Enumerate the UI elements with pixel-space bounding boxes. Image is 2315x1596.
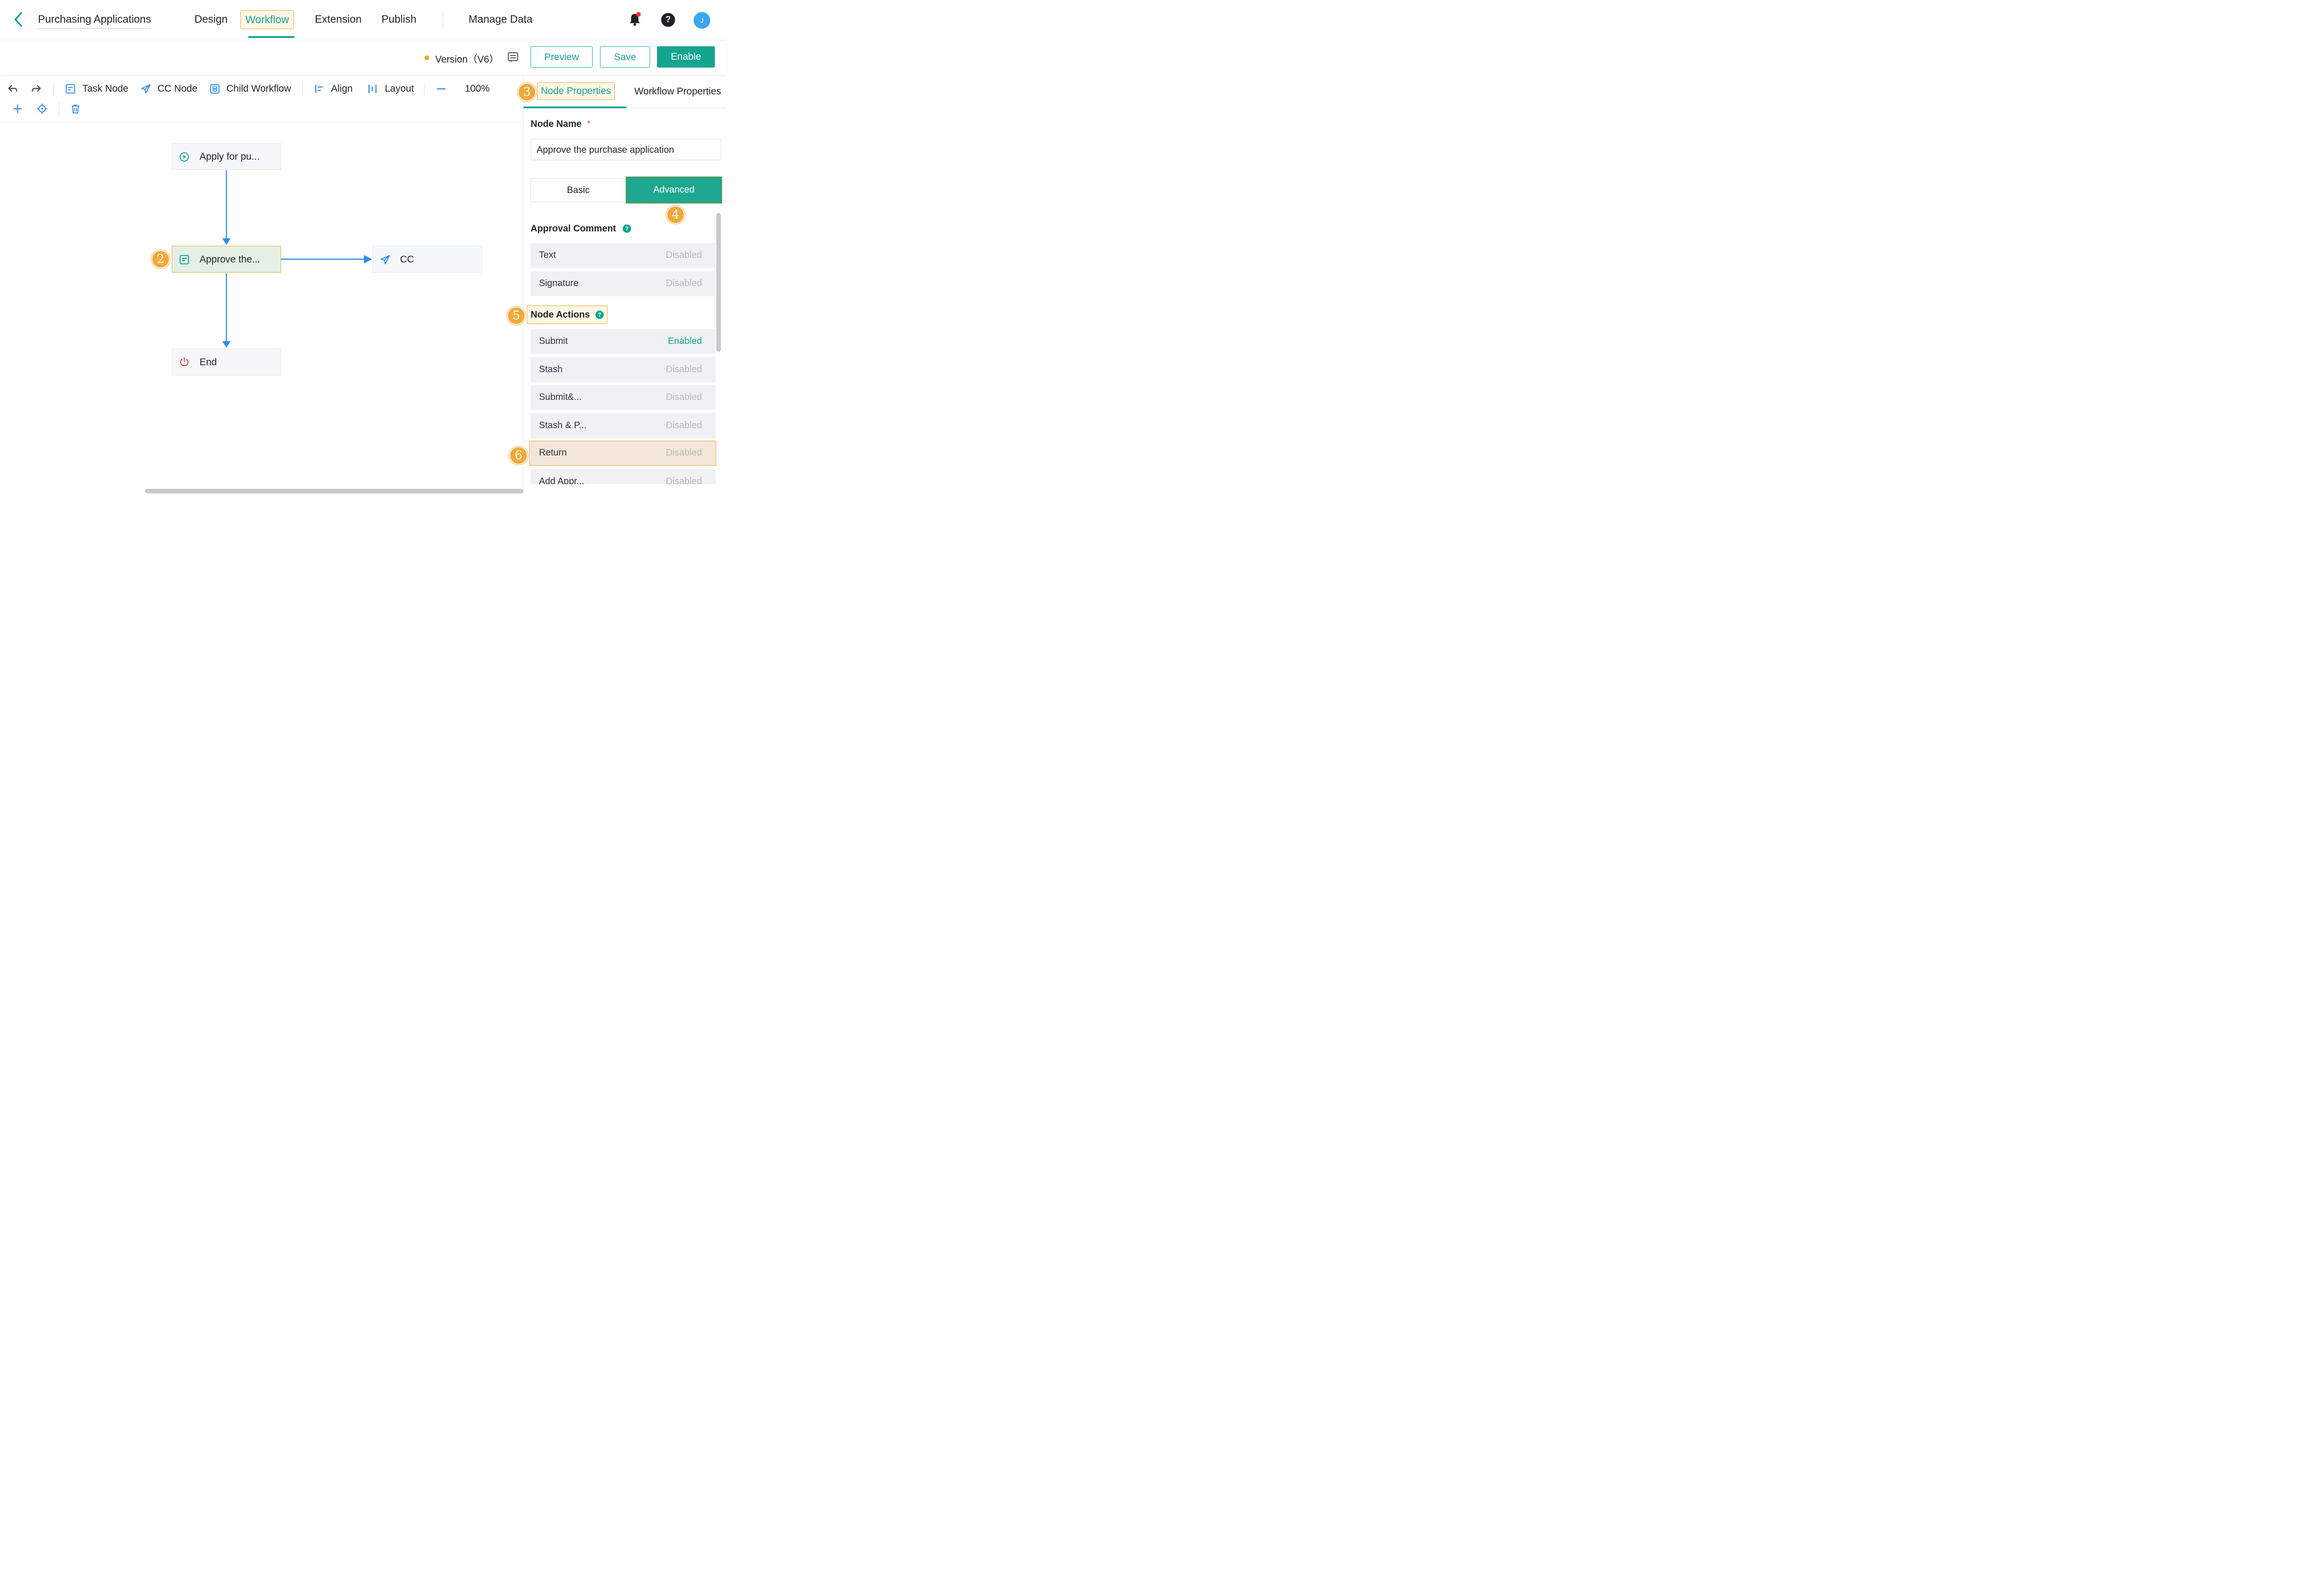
- nav-tab-publish[interactable]: Publish: [382, 13, 417, 25]
- row-status: Disabled: [666, 448, 702, 458]
- row-label: Signature: [539, 278, 579, 288]
- toolbar-bottom-border: [0, 122, 523, 123]
- toolbar-divider: [53, 82, 54, 96]
- node-action-row-clip: Add Appr... Disabled: [531, 469, 716, 484]
- panel-divider: [523, 75, 524, 493]
- node-action-row[interactable]: Submit Enabled: [531, 329, 716, 354]
- row-status: Disabled: [666, 278, 702, 288]
- row-status: Disabled: [666, 392, 702, 402]
- tab-workflow-properties[interactable]: Workflow Properties: [634, 86, 721, 97]
- toolbar-divider: [424, 82, 425, 96]
- node-actions-highlight: [527, 305, 607, 324]
- toolbar-divider: [302, 82, 303, 96]
- node-action-row[interactable]: Add Appr... Disabled: [531, 469, 716, 484]
- row-status: Enabled: [668, 336, 702, 346]
- callout-badge-2: 2: [151, 250, 170, 268]
- question-icon[interactable]: ?: [623, 224, 631, 233]
- cc-node-icon: [141, 84, 150, 94]
- child-workflow-button[interactable]: Child Workflow: [226, 83, 291, 94]
- version-label[interactable]: Version（V6）: [435, 54, 499, 65]
- required-asterisk: *: [587, 119, 591, 128]
- play-circle-icon: [180, 152, 189, 162]
- node-name-value: Approve the purchase application: [537, 145, 674, 155]
- node-action-row-return[interactable]: Return Disabled: [529, 441, 716, 466]
- user-avatar[interactable]: J: [694, 12, 710, 29]
- preview-button[interactable]: Preview: [531, 46, 593, 68]
- workflow-edges: [222, 170, 372, 348]
- child-workflow-icon: [210, 84, 219, 94]
- top-nav-bar: [0, 0, 726, 40]
- redo-icon[interactable]: [31, 83, 42, 94]
- node-action-row[interactable]: Stash & P... Disabled: [531, 413, 716, 438]
- notification-bell-icon[interactable]: [628, 12, 642, 27]
- row-label: Text: [539, 250, 556, 260]
- nav-tab-design[interactable]: Design: [194, 13, 228, 25]
- help-icon[interactable]: ?: [661, 13, 675, 27]
- callout-badge-3: 3: [518, 83, 536, 101]
- cc-node-button[interactable]: CC Node: [157, 83, 198, 94]
- zoom-in-icon[interactable]: [13, 104, 23, 114]
- back-arrow-icon[interactable]: [12, 10, 26, 29]
- segment-advanced[interactable]: Advanced: [626, 176, 722, 204]
- row-status: Disabled: [666, 476, 702, 484]
- row-label: Submit&...: [539, 392, 582, 402]
- node-name-input[interactable]: [531, 139, 721, 160]
- start-node-label: Apply for pu...: [200, 151, 260, 162]
- row-status: Disabled: [666, 420, 702, 430]
- row-label: Stash & P...: [539, 420, 587, 430]
- nav-tab-extension[interactable]: Extension: [315, 13, 362, 25]
- comment-icon[interactable]: [507, 52, 519, 63]
- align-button[interactable]: Align: [331, 83, 353, 94]
- row-label: Return: [539, 448, 567, 458]
- node-action-row[interactable]: Submit&... Disabled: [531, 385, 716, 410]
- row-label: Add Appr...: [539, 476, 584, 484]
- panel-vertical-scrollbar[interactable]: [716, 213, 721, 352]
- approve-node[interactable]: [172, 246, 281, 273]
- task-node-button[interactable]: Task Node: [82, 83, 129, 94]
- canvas-horizontal-scrollbar[interactable]: [145, 489, 523, 493]
- approval-comment-row[interactable]: Signature Disabled: [531, 271, 716, 296]
- layout-button[interactable]: Layout: [385, 83, 414, 94]
- active-tab-underline: [248, 36, 294, 38]
- layout-icon: [368, 85, 377, 93]
- callout-badge-6: 6: [509, 446, 528, 465]
- undo-icon[interactable]: [7, 83, 18, 94]
- end-node-label: End: [200, 357, 217, 368]
- approval-comment-title: Approval Comment: [531, 224, 616, 234]
- cc-node[interactable]: [373, 246, 482, 273]
- nav-tab-workflow[interactable]: Workflow: [240, 10, 294, 29]
- end-node[interactable]: [172, 349, 281, 375]
- node-action-row[interactable]: Stash Disabled: [531, 357, 716, 382]
- approval-comment-row[interactable]: Text Disabled: [531, 243, 716, 268]
- start-node[interactable]: [172, 143, 281, 170]
- row-label: Submit: [539, 336, 568, 346]
- cc-node-label: CC: [400, 254, 414, 265]
- align-icon: [315, 85, 323, 93]
- power-icon: [180, 357, 188, 367]
- approve-node-label: Approve the...: [200, 254, 260, 265]
- nav-tab-manage-data[interactable]: Manage Data: [469, 13, 533, 25]
- callout-badge-4: 4: [666, 206, 685, 224]
- task-node-icon: [180, 255, 189, 264]
- node-name-label: Node Name: [531, 119, 582, 129]
- enable-button[interactable]: Enable: [657, 46, 715, 68]
- node-actions-title: Node Actions: [531, 310, 590, 320]
- segment-basic[interactable]: Basic: [531, 178, 626, 202]
- version-status-dot: [425, 56, 429, 60]
- task-node-icon: [66, 84, 75, 94]
- row-status: Disabled: [666, 250, 702, 260]
- send-icon: [381, 255, 390, 264]
- zoom-out-icon[interactable]: [436, 84, 446, 94]
- save-button[interactable]: Save: [600, 46, 650, 68]
- callout-badge-5: 5: [507, 306, 526, 325]
- row-status: Disabled: [666, 364, 702, 374]
- question-icon[interactable]: ?: [595, 311, 604, 319]
- active-tab-underline: [524, 106, 626, 108]
- locate-icon[interactable]: [37, 104, 47, 114]
- zoom-level: 100%: [465, 83, 490, 94]
- app-title[interactable]: Purchasing Applications: [38, 13, 151, 29]
- row-label: Stash: [539, 364, 563, 374]
- tab-node-properties[interactable]: Node Properties: [537, 82, 615, 100]
- delete-icon[interactable]: [70, 104, 81, 114]
